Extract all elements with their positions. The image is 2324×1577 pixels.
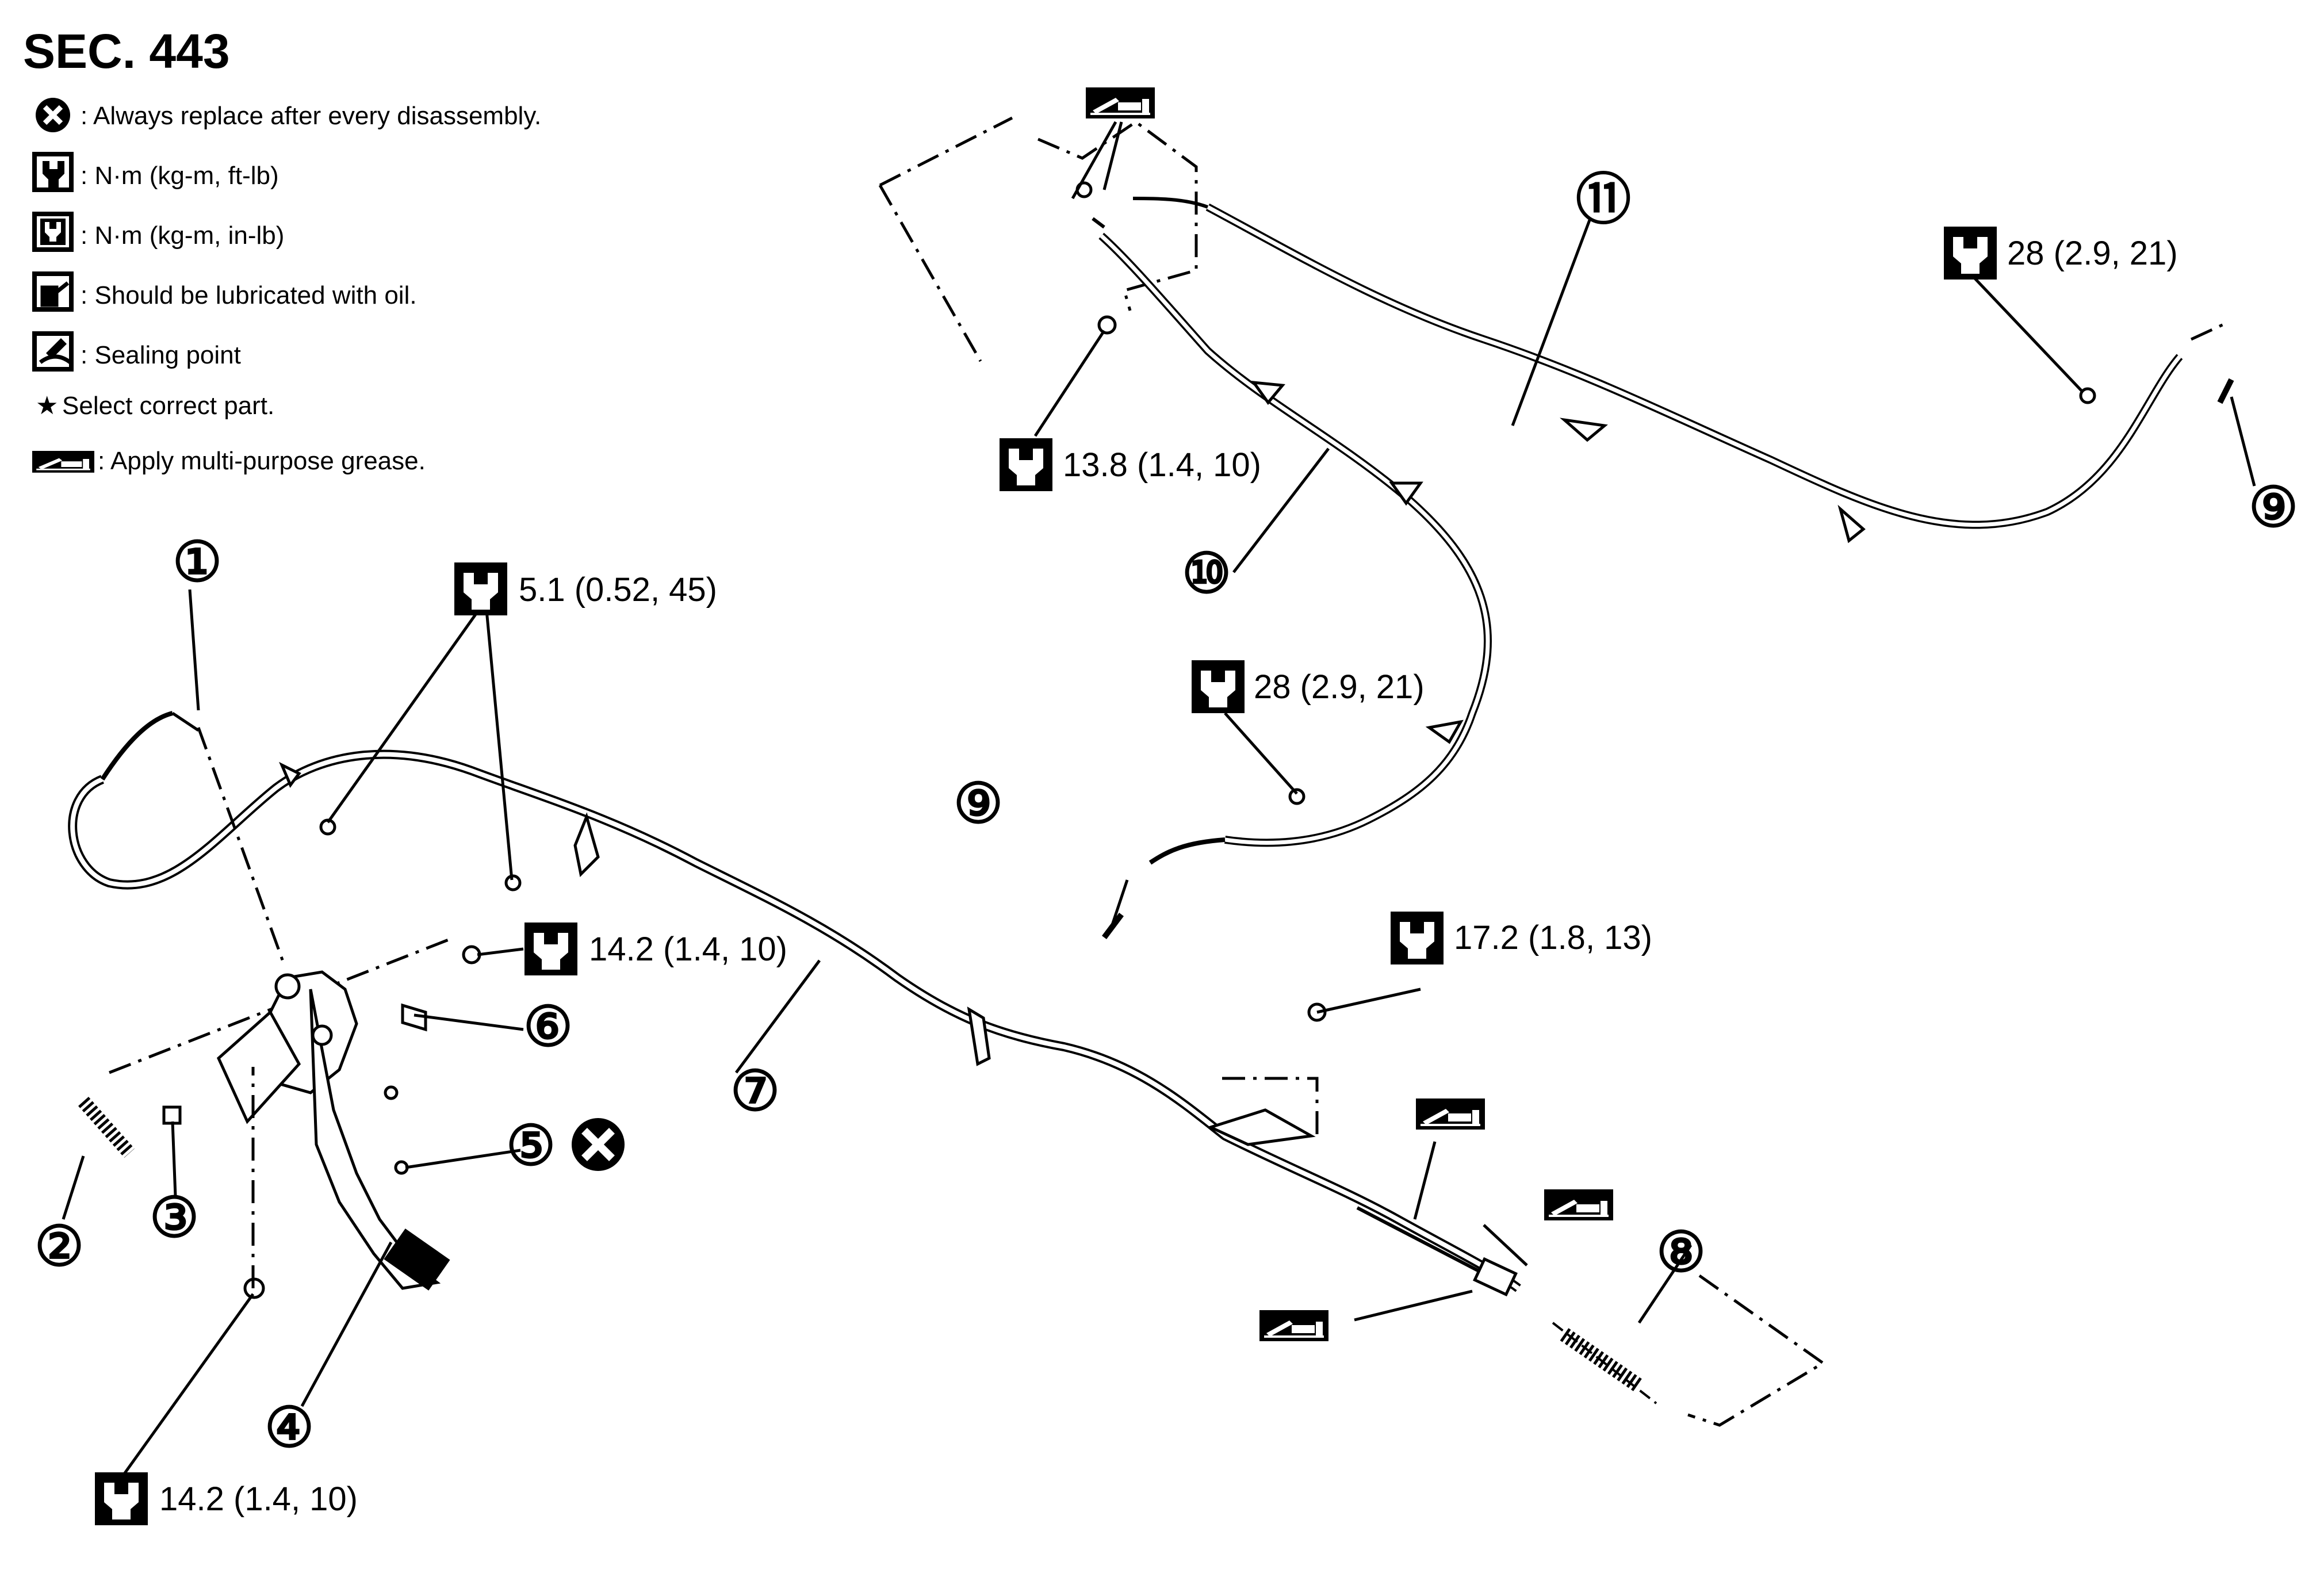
cable-clamp xyxy=(1250,380,1285,405)
section-title: SEC. 443 xyxy=(23,24,230,78)
grease-icon xyxy=(1416,1098,1485,1130)
nut xyxy=(1097,315,1117,335)
cable-clamp xyxy=(573,812,600,878)
leader-lines xyxy=(62,121,2256,1488)
svg-text:28 (2.9, 21): 28 (2.9, 21) xyxy=(1254,668,1425,706)
callout-9-left: ⑨ xyxy=(954,773,1003,835)
legend-torque-ft-lb: : N·m (kg-m, ft-lb) xyxy=(81,162,279,190)
callout-8: ⑧ xyxy=(1656,1222,1706,1283)
star-icon: ★ xyxy=(36,392,58,420)
cable-clamp xyxy=(1425,719,1464,744)
callout-6: ⑥ xyxy=(523,996,573,1058)
adjuster xyxy=(1473,1257,1518,1297)
return-spring xyxy=(78,1097,135,1158)
torque-label-28-middle: 28 (2.9, 21) xyxy=(1192,660,1425,713)
torque-label-28-right: 28 (2.9, 21) xyxy=(1944,227,2178,280)
callout-4: ④ xyxy=(265,1397,314,1459)
legend-sealing-point: : Sealing point xyxy=(81,341,241,369)
bolt xyxy=(2079,387,2096,404)
torque-ft-lb-icon xyxy=(32,152,74,192)
callout-10: ⑩ xyxy=(1182,543,1231,604)
legend-select-part: Select correct part. xyxy=(62,392,274,420)
bolt xyxy=(1288,788,1305,805)
nut xyxy=(462,945,481,964)
callout-11: ⑪ xyxy=(1576,169,1631,231)
torque-in-lb-icon xyxy=(32,212,74,252)
callout-3: ③ xyxy=(150,1187,199,1249)
callout-7: ⑦ xyxy=(730,1061,780,1122)
legend-torque-in-lb: : N·m (kg-m, in-lb) xyxy=(81,221,284,250)
nut xyxy=(504,874,522,891)
callout-5: ⑤ xyxy=(506,1115,556,1177)
grease-icon xyxy=(1259,1310,1328,1341)
cable-clamp xyxy=(1560,418,1608,442)
rear-cable-lh xyxy=(1098,232,1492,847)
equalizer-spring xyxy=(1560,1328,1644,1392)
cable-clamp xyxy=(1389,481,1423,506)
pin xyxy=(2217,378,2234,404)
legend-lubricate-oil: : Should be lubricated with oil. xyxy=(81,281,417,309)
always-replace-icon xyxy=(572,1118,625,1171)
always-replace-icon xyxy=(36,98,70,132)
parking-brake-pedal-assembly xyxy=(216,970,450,1291)
sealing-point-icon xyxy=(32,331,74,372)
legend: : Always replace after every disassembly… xyxy=(32,98,541,475)
svg-text:14.2 (1.4, 10): 14.2 (1.4, 10) xyxy=(159,1480,358,1518)
bolt xyxy=(384,1085,399,1100)
legend-grease: : Apply multi-purpose grease. xyxy=(98,447,426,475)
svg-text:28 (2.9, 21): 28 (2.9, 21) xyxy=(2007,235,2178,272)
svg-text:14.2 (1.4, 10): 14.2 (1.4, 10) xyxy=(589,931,787,968)
callout-9-right: ⑨ xyxy=(2249,477,2298,538)
grease-icon xyxy=(1544,1189,1613,1220)
svg-text:5.1 (0.52, 45): 5.1 (0.52, 45) xyxy=(519,571,717,608)
cable-clamp xyxy=(1837,504,1866,543)
legend-always-replace: : Always replace after every disassembly… xyxy=(81,102,541,130)
torque-label-14-2-lower: 14.2 (1.4, 10) xyxy=(95,1472,358,1525)
grease-icon xyxy=(32,451,94,473)
callout-2: ② xyxy=(35,1216,84,1277)
bracket xyxy=(401,1003,427,1032)
torque-label-13-8: 13.8 (1.4, 10) xyxy=(1000,438,1261,491)
stopper xyxy=(162,1105,182,1125)
torque-label-5-1: 5.1 (0.52, 45) xyxy=(454,562,717,615)
parts xyxy=(78,181,2234,1404)
svg-text:17.2 (1.8, 13): 17.2 (1.8, 13) xyxy=(1454,919,1652,956)
cable-clamp xyxy=(279,761,301,788)
cables xyxy=(68,197,2183,1292)
svg-text:13.8 (1.4, 10): 13.8 (1.4, 10) xyxy=(1063,446,1261,484)
grease-icon xyxy=(1086,87,1155,118)
reference-frames xyxy=(109,116,2230,1427)
cable-clamp xyxy=(967,1006,991,1066)
callout-1: ① xyxy=(173,531,222,593)
oil-can-icon xyxy=(32,271,74,312)
torque-label-17-2: 17.2 (1.8, 13) xyxy=(1391,912,1652,964)
equalizer-bracket xyxy=(1207,1108,1316,1146)
torque-label-14-2-upper: 14.2 (1.4, 10) xyxy=(524,923,787,975)
